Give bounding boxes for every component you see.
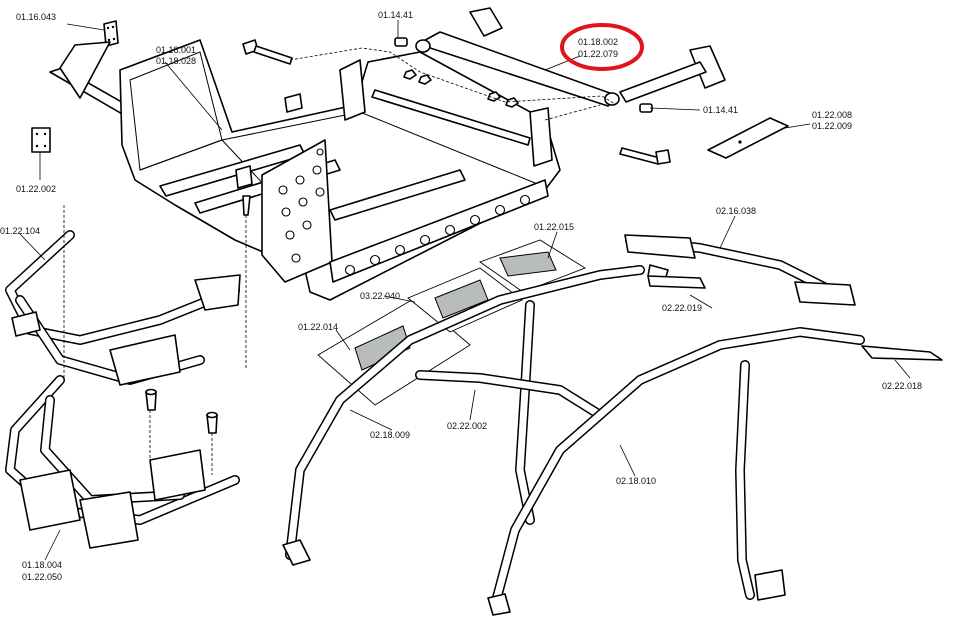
side-frame-01-18-004 — [5, 375, 240, 549]
label-02-22-019: 02.22.019 — [662, 303, 702, 313]
assembly-line-top — [289, 47, 616, 105]
part-labels: 01.16.043 01.14.41 01.18.001 01.18.028 0… — [0, 10, 922, 582]
plate-01-22-002 — [31, 127, 51, 153]
bolt-mid — [619, 147, 671, 165]
leader-lines — [19, 20, 911, 561]
label-02-18-010: 02.18.010 — [616, 476, 656, 486]
label-01-22-050: 01.22.050 — [22, 572, 62, 582]
bushings-left — [145, 388, 218, 434]
label-02-22-018: 02.22.018 — [882, 381, 922, 391]
roll-bar-02-18-009 — [282, 264, 669, 566]
roll-bar-02-18-010 — [487, 327, 943, 616]
cross-bar-01-18-002 — [394, 7, 726, 113]
label-02-18-009: 02.18.009 — [370, 430, 410, 440]
label-01-22-008: 01.22.008 — [812, 110, 852, 120]
label-01-22-009: 01.22.009 — [812, 121, 852, 131]
label-01-22-014: 01.22.014 — [298, 322, 338, 332]
plate-01-22-008 — [707, 117, 789, 159]
label-01-22-104: 01.22.104 — [0, 226, 40, 236]
highlight-circle — [560, 23, 644, 71]
side-frame-01-22-104 — [5, 230, 241, 386]
label-01-18-028: 01.18.028 — [156, 56, 196, 66]
bolt-top — [242, 39, 293, 65]
label-02-22-002: 02.22.002 — [447, 421, 487, 431]
label-01-22-079: 01.22.079 — [578, 49, 618, 59]
main-frame-01-18-001 — [49, 39, 561, 301]
label-01-14-41-mid: 01.14.41 — [703, 105, 738, 115]
nuts — [403, 69, 519, 108]
label-01-18-001: 01.18.001 — [156, 45, 196, 55]
assembly-line-mid — [544, 104, 601, 121]
label-01-22-015: 01.22.015 — [534, 222, 574, 232]
label-01-18-002: 01.18.002 — [578, 37, 618, 47]
label-01-16-043: 01.16.043 — [16, 12, 56, 22]
bar-02-16-038 — [624, 234, 856, 306]
label-01-18-004: 01.18.004 — [22, 560, 62, 570]
label-01-14-41-top: 01.14.41 — [378, 10, 413, 20]
label-03-22-040: 03.22.040 — [360, 291, 400, 301]
plate-01-16-043 — [103, 20, 119, 47]
label-01-22-002-left: 01.22.002 — [16, 184, 56, 194]
label-02-16-038: 02.16.038 — [716, 206, 756, 216]
